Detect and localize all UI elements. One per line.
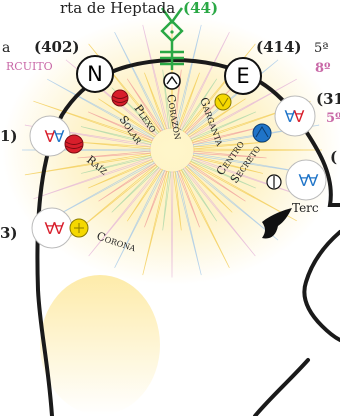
neck-line [255, 360, 308, 416]
title-number: (44) [183, 0, 218, 17]
double-v-glyph: ∀ [294, 107, 305, 126]
lower-glow [40, 275, 160, 415]
e-letter: E [236, 64, 249, 88]
double-v-glyph: ∀ [308, 171, 319, 190]
right-5a: 5ª [314, 41, 328, 56]
double-v-glyph: ∀ [54, 219, 65, 238]
number-left-1: 1) [0, 127, 18, 145]
left-partial-a: a [2, 40, 10, 56]
n-letter: N [87, 62, 103, 86]
heart-circle-icon [164, 73, 180, 89]
right-8o: 8º [315, 61, 331, 76]
number-31: (31 [316, 90, 340, 108]
number-left-3: 3) [0, 224, 18, 242]
right-partial-paren: ( [330, 148, 337, 166]
yellow-chakra-icon [215, 94, 231, 110]
double-v-glyph: ∀ [54, 127, 65, 146]
number-414: (414) [256, 38, 302, 56]
number-402: (402) [34, 38, 80, 56]
tercer-partial: Terc [292, 201, 319, 215]
face-profile [304, 232, 340, 340]
title-fragment: rta de Heptada [60, 0, 175, 17]
right-5: 5º [326, 111, 340, 126]
left-circuito: RCUITO [6, 60, 53, 73]
